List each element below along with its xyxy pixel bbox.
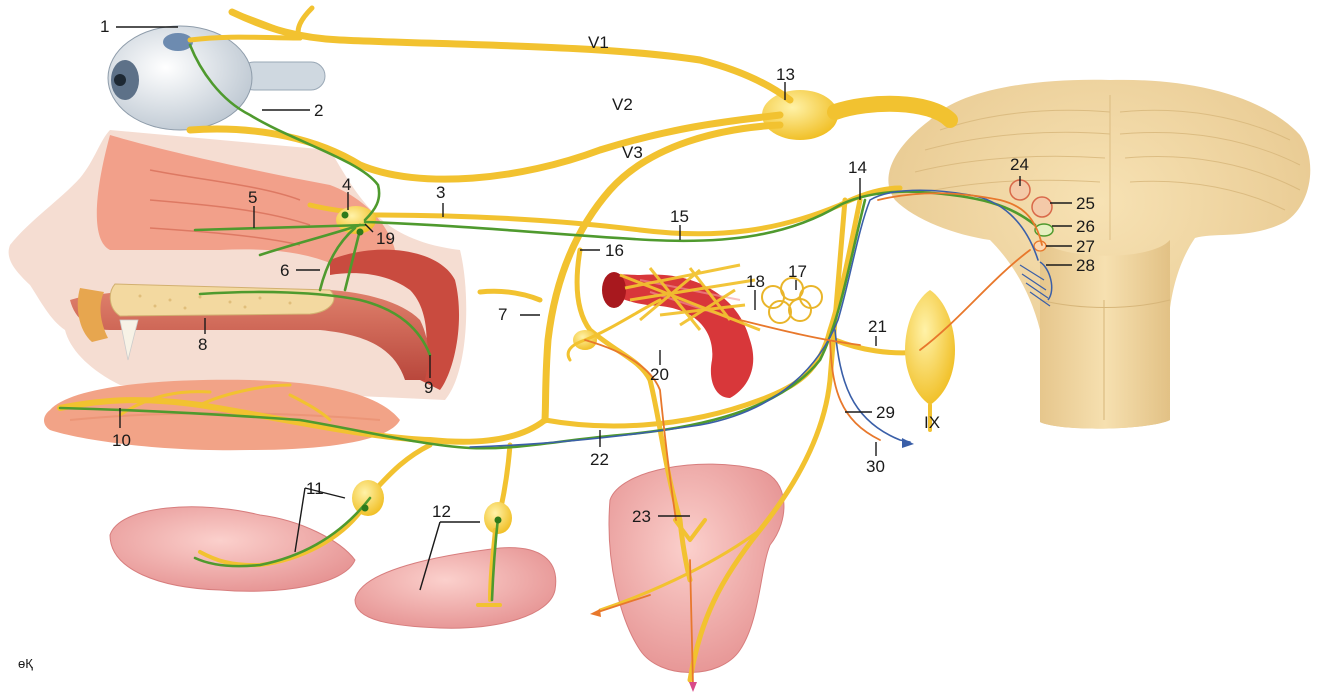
label-27: 27 — [1076, 237, 1095, 256]
submandibular-gland — [110, 507, 355, 591]
label-26: 26 — [1076, 217, 1095, 236]
label-3: 3 — [436, 183, 445, 202]
label-14: 14 — [848, 158, 867, 177]
sublingual-gland — [355, 548, 556, 629]
label-6: 6 — [280, 261, 289, 280]
label-ix: IX — [924, 413, 940, 432]
label-v1: V1 — [588, 33, 609, 52]
label-9: 9 — [424, 378, 433, 397]
label-7: 7 — [498, 305, 507, 324]
label-16: 16 — [605, 241, 624, 260]
label-4: 4 — [342, 175, 351, 194]
lacrimal-gland — [762, 278, 822, 323]
head-section — [9, 130, 467, 400]
label-22: 22 — [590, 450, 609, 469]
label-17: 17 — [788, 262, 807, 281]
label-28: 28 — [1076, 256, 1095, 275]
label-12: 12 — [432, 502, 451, 521]
label-29: 29 — [876, 403, 895, 422]
label-11: 11 — [306, 479, 324, 498]
label-v2: V2 — [612, 95, 633, 114]
label-5: 5 — [248, 188, 257, 207]
eye — [108, 26, 325, 130]
artery — [602, 265, 760, 398]
label-25: 25 — [1076, 194, 1095, 213]
label-v3: V3 — [622, 143, 643, 162]
label-1: 1 — [100, 17, 109, 36]
label-20: 20 — [650, 365, 669, 384]
label-8: 8 — [198, 335, 207, 354]
signature: ɵҚ — [18, 656, 33, 671]
label-21: 21 — [868, 317, 887, 336]
label-15: 15 — [670, 207, 689, 226]
brainstem — [888, 80, 1310, 429]
label-23: 23 — [632, 507, 651, 526]
label-10: 10 — [112, 431, 131, 450]
label-13: 13 — [776, 65, 795, 84]
label-30: 30 — [866, 457, 885, 476]
label-24: 24 — [1010, 155, 1029, 174]
label-19: 19 — [376, 229, 395, 248]
label-18: 18 — [746, 272, 765, 291]
label-2: 2 — [314, 101, 323, 120]
